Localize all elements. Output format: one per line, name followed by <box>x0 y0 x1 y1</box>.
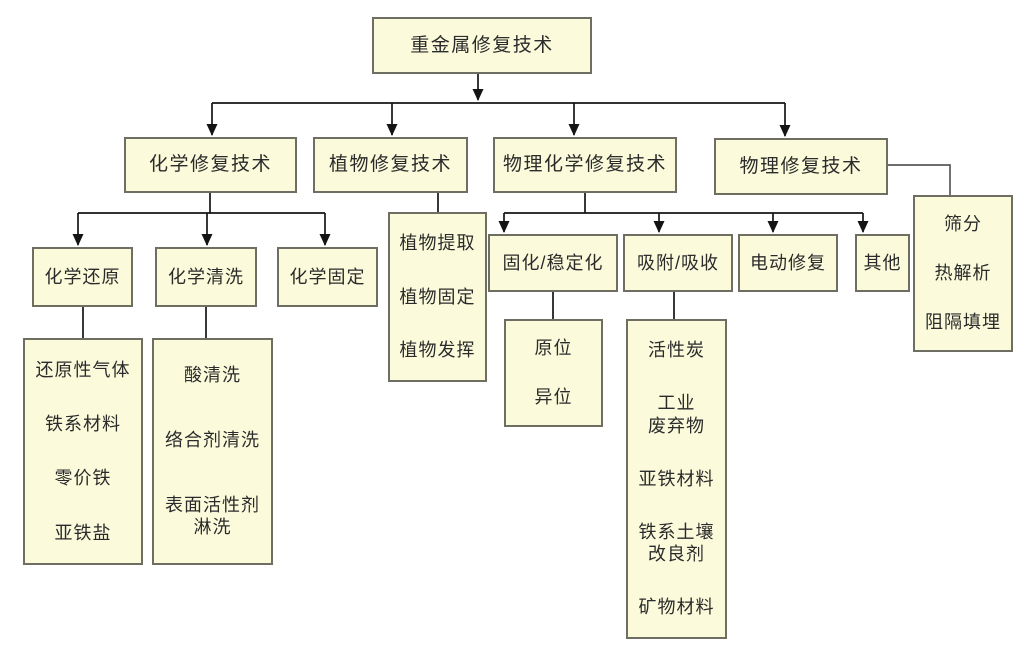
list-item: 零价铁 <box>54 468 112 489</box>
list-adsorbent-materials: 活性炭 工业 废弃物 亚铁材料 铁系土壤 改良剂 矿物材料 <box>626 319 727 639</box>
node-chemical-fixation: 化学固定 <box>277 247 378 307</box>
list-item: 络合剂清洗 <box>165 429 260 450</box>
list-washing-methods: 酸清洗 络合剂清洗 表面活性剂 淋洗 <box>152 338 273 565</box>
node-label: 其他 <box>863 252 902 273</box>
list-item: 植物发挥 <box>399 340 476 361</box>
node-root-heavy-metal-remediation: 重金属修复技术 <box>372 17 592 74</box>
node-chemical-remediation: 化学修复技术 <box>124 137 297 193</box>
node-label: 固化/稳定化 <box>502 252 604 273</box>
node-label: 植物修复技术 <box>328 154 452 176</box>
node-label: 物理修复技术 <box>739 155 863 177</box>
node-electrokinetic-remediation: 电动修复 <box>738 234 838 292</box>
list-item: 铁系土壤 改良剂 <box>638 521 715 565</box>
list-item: 异位 <box>534 387 573 408</box>
list-item: 亚铁材料 <box>638 468 715 489</box>
list-item: 铁系材料 <box>45 414 121 435</box>
list-reduction-materials: 还原性气体 铁系材料 零价铁 亚铁盐 <box>23 338 143 565</box>
list-item: 原位 <box>534 338 573 359</box>
node-other: 其他 <box>855 234 910 292</box>
list-item: 亚铁盐 <box>54 522 112 543</box>
node-label: 化学还原 <box>44 266 121 287</box>
node-chemical-reduction: 化学还原 <box>32 247 133 307</box>
list-item: 筛分 <box>944 214 982 235</box>
list-item: 表面活性剂 淋洗 <box>165 494 260 538</box>
node-label: 化学修复技术 <box>148 154 272 176</box>
list-insitu-exsitu: 原位 异位 <box>504 319 603 427</box>
node-label: 电动修复 <box>750 252 826 273</box>
node-phyto-remediation: 植物修复技术 <box>313 137 468 193</box>
node-label: 化学固定 <box>289 266 366 287</box>
node-label: 重金属修复技术 <box>410 34 554 56</box>
list-phyto-methods: 植物提取 植物固定 植物发挥 <box>388 212 487 382</box>
list-item: 矿物材料 <box>638 597 715 618</box>
list-item: 工业 废弃物 <box>648 393 705 436</box>
list-item: 酸清洗 <box>184 365 241 386</box>
node-physicochemical-remediation: 物理化学修复技术 <box>493 137 677 193</box>
list-item: 还原性气体 <box>35 359 131 380</box>
node-chemical-washing: 化学清洗 <box>155 247 257 307</box>
node-adsorption-absorption: 吸附/吸收 <box>623 234 733 292</box>
list-physical-methods: 筛分 热解析 阻隔填埋 <box>913 195 1013 352</box>
list-item: 阻隔填埋 <box>925 312 1001 333</box>
node-label: 化学清洗 <box>168 266 244 287</box>
node-label: 物理化学修复技术 <box>502 154 667 176</box>
list-item: 植物提取 <box>399 233 476 254</box>
node-label: 吸附/吸收 <box>636 252 719 273</box>
list-item: 热解析 <box>934 263 992 284</box>
node-physical-remediation: 物理修复技术 <box>714 138 888 195</box>
list-item: 植物固定 <box>399 286 476 307</box>
node-solidification-stabilization: 固化/稳定化 <box>488 234 618 292</box>
list-item: 活性炭 <box>648 340 705 361</box>
